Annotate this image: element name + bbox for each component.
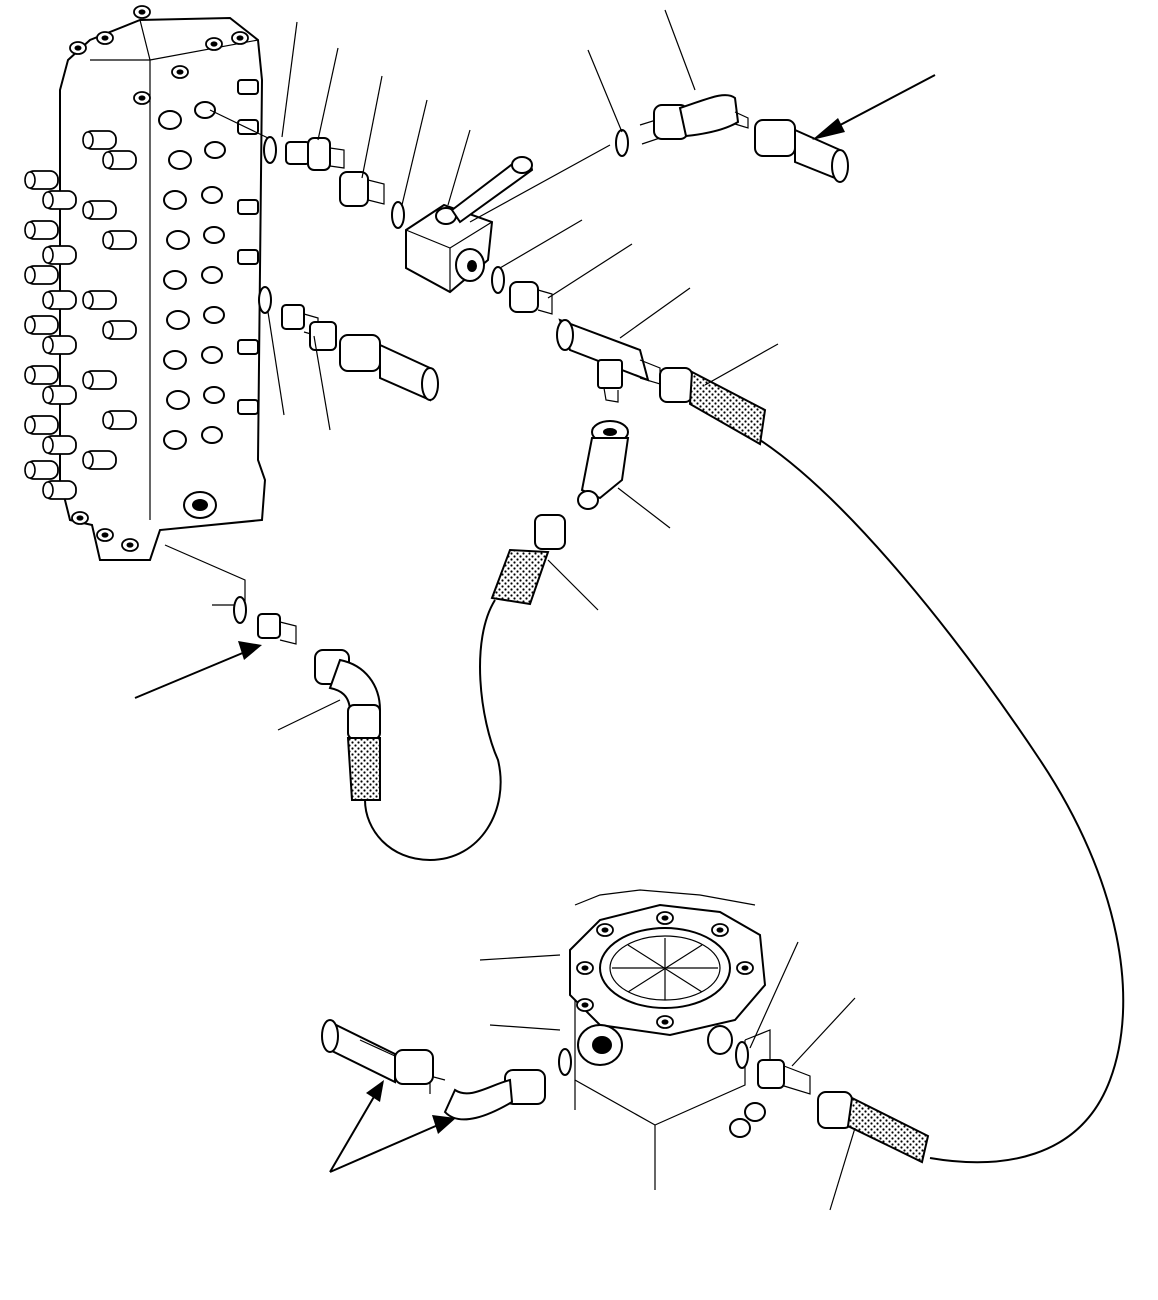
middle-port-line (258, 286, 439, 402)
elbow-fitting-icon (429, 1069, 546, 1121)
pipe-adapter-icon (754, 119, 849, 183)
adapter-3-icon (509, 281, 553, 315)
adapter-icon (257, 613, 281, 639)
side-fittings-icons (237, 79, 259, 415)
control-valve-assembly (24, 5, 267, 561)
arrow-icon (812, 74, 936, 140)
pipe-adapter-icon (339, 334, 439, 402)
adapter-1-icon (285, 137, 345, 171)
adapter-icon (757, 1059, 785, 1089)
tank-right-fittings (735, 1041, 930, 1164)
adapter-icon (281, 304, 305, 330)
elbow-hose-icon (314, 649, 382, 801)
elbow-fitting-icon (639, 94, 749, 145)
callout-leader-lines (267, 9, 856, 1211)
hose-return-line (364, 599, 502, 862)
bottom-outlet-line (164, 544, 382, 801)
ball-valve (405, 156, 534, 294)
o-ring-icon (558, 1048, 572, 1076)
elbow-45-icon (577, 420, 630, 510)
o-ring-icon (735, 1041, 749, 1069)
pointer-arrows (134, 74, 936, 1173)
o-ring-icon (491, 266, 505, 294)
arrow-icon (329, 1080, 384, 1173)
tee-elbow-line (490, 420, 630, 606)
tank-plug-icons (729, 1102, 766, 1138)
top-elbow-line (469, 94, 849, 223)
arrow-icon (329, 1115, 456, 1173)
adapter-2-icon (339, 171, 385, 207)
hose-end-icon (659, 367, 767, 446)
hydraulic-tank (479, 889, 771, 1190)
hose-end-icon (817, 1091, 930, 1164)
o-ring-icon (615, 129, 629, 157)
o-ring-icon (263, 136, 277, 164)
tee-fitting (556, 318, 661, 403)
o-ring-icon (258, 286, 272, 314)
valve-face-holes (158, 101, 226, 519)
o-ring-icon (233, 596, 247, 624)
tank-left-fittings (321, 1019, 572, 1121)
arrow-icon (134, 641, 262, 699)
hose-end-icon (490, 514, 566, 606)
ball-valve-line (209, 109, 767, 446)
o-ring-icon (391, 201, 405, 229)
pipe-adapter-icon (321, 1019, 434, 1085)
hose-tank-line (759, 439, 1125, 1164)
